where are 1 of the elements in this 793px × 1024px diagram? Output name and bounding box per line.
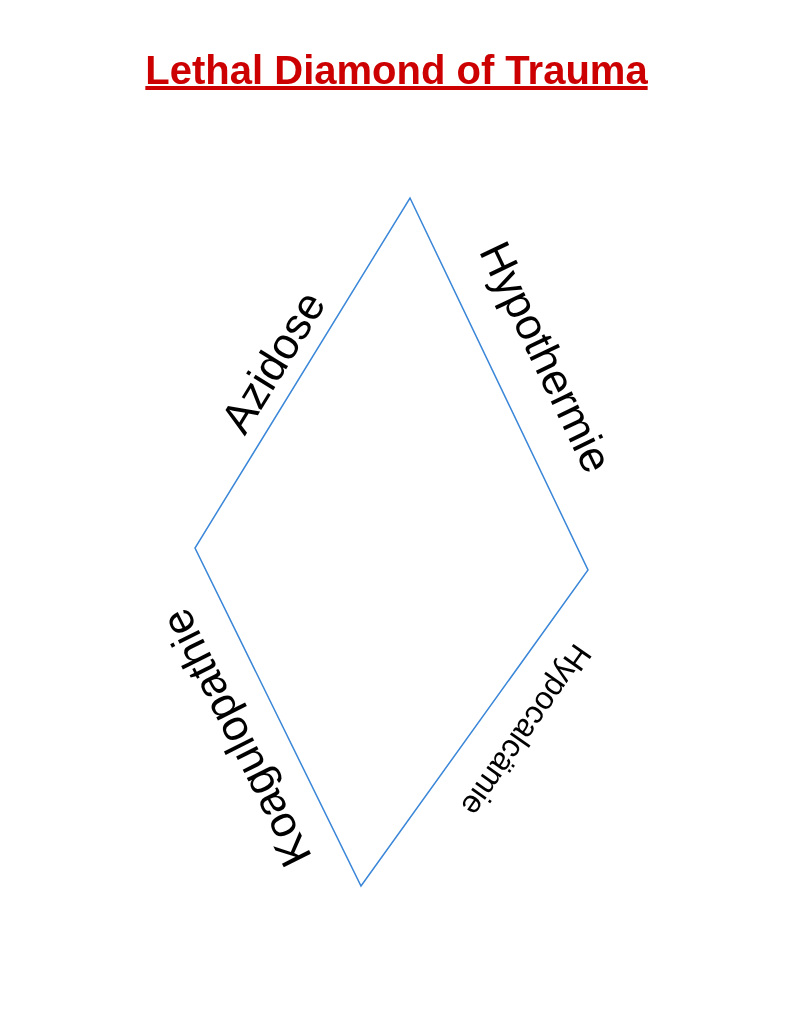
title: Lethal Diamond of Trauma — [144, 48, 649, 93]
